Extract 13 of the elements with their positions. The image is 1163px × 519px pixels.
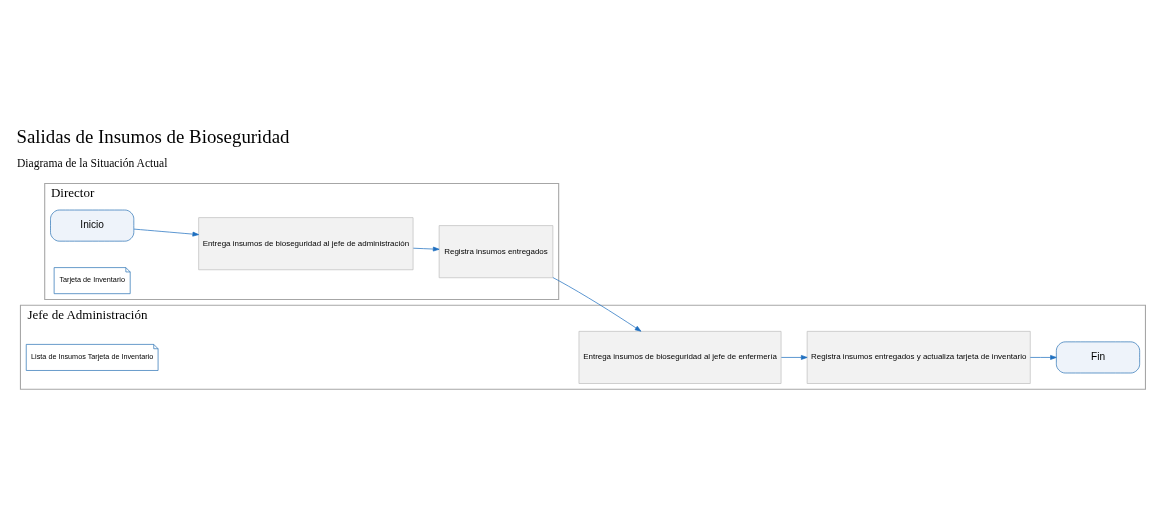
arrow: [552, 276, 642, 332]
arrow: [133, 228, 199, 236]
node-box: Entrega insumos de bioseguridad al jefe de administración: [198, 216, 414, 270]
label: Diagrama de la Situación Actual: [16, 156, 168, 170]
arrow: [781, 354, 808, 360]
node-box: Registra insumos entregados y actualiza tarjeta de inventario: [806, 330, 1031, 384]
arrow: [1029, 354, 1057, 360]
node-box: Fin: [1056, 341, 1140, 373]
arrow: [413, 246, 440, 251]
diagram-title: Salidas de Insumos de Bioseguridad: [16, 125, 290, 147]
node-box: Entrega insumos de bioseguridad al jefe de enfermería: [578, 330, 782, 384]
node-box: Registra insumos entregados: [438, 224, 554, 278]
node-box: Inicio: [50, 209, 135, 242]
